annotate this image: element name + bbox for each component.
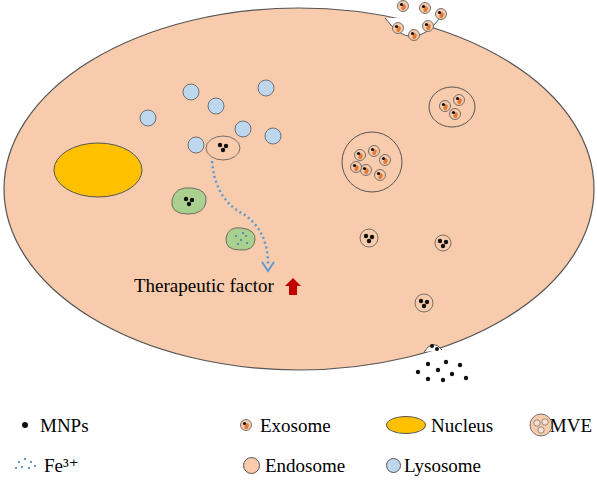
legend-text: Exosome (260, 416, 331, 435)
legend-text: MVE (550, 416, 592, 435)
legend-text: Fe³⁺ (44, 456, 79, 475)
legend-text: MNPs (40, 416, 89, 435)
legend-swatch (243, 457, 260, 474)
legend-text: Nucleus (431, 416, 493, 435)
legend-swatch (386, 416, 426, 434)
legend-swatch (386, 458, 401, 473)
legend-text: Lysosome (404, 456, 481, 475)
legend-text: Endosome (265, 456, 345, 475)
annotation-label: Therapeutic factor (134, 276, 274, 295)
